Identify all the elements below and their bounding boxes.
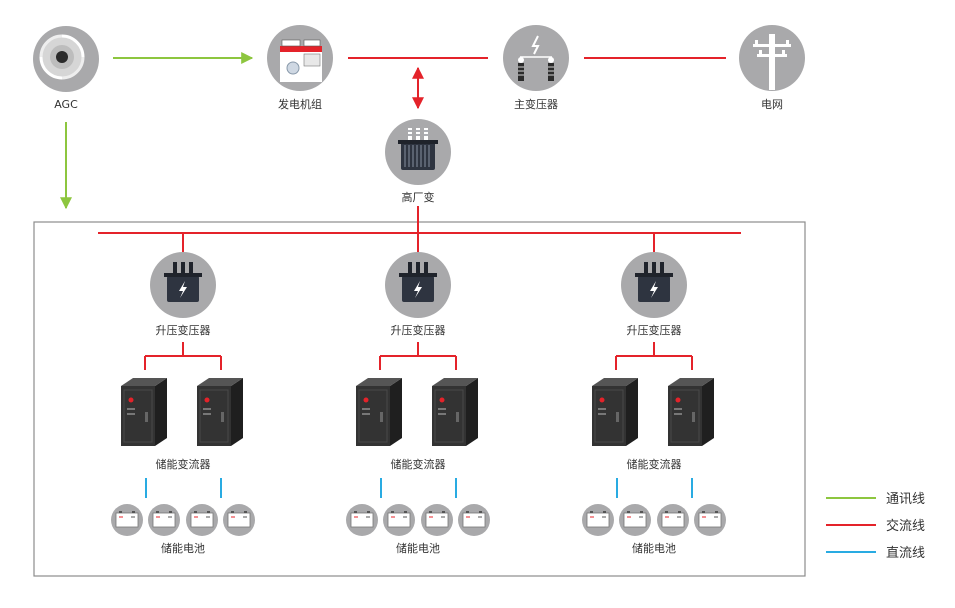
agc-fan-icon	[39, 34, 85, 80]
legend-label: 通讯线	[886, 492, 925, 507]
battery-label: 储能电池	[161, 541, 205, 555]
grid-label: 电网	[761, 98, 783, 111]
step-up-transformer-node: 升压变压器	[385, 252, 451, 337]
agc-node: AGC	[33, 26, 99, 111]
step-up-transformer-label: 升压变压器	[627, 323, 682, 337]
legend-item-comm: 通讯线	[826, 492, 925, 507]
battery-icon	[346, 504, 378, 536]
battery-icon	[223, 504, 255, 536]
legend-label: 交流线	[886, 518, 925, 534]
main-transformer-label: 主变压器	[514, 97, 558, 111]
converter-cabinet-icon	[356, 378, 402, 446]
step-up-transformer-label: 升压变压器	[391, 323, 446, 337]
station-transformer-icon	[398, 128, 438, 170]
legend: 通讯线 交流线 直流线	[826, 492, 925, 561]
battery-icon	[582, 504, 614, 536]
converter-cabinet-icon	[197, 378, 243, 446]
station-transformer-label: 高厂变	[402, 190, 435, 204]
converter-cabinet-icon	[121, 378, 167, 446]
ac-bracket	[379, 342, 457, 370]
battery-icon	[148, 504, 180, 536]
battery-icon	[111, 504, 143, 536]
battery-icon	[458, 504, 490, 536]
station-transformer-node: 高厂变	[385, 119, 451, 204]
converter-label: 储能变流器	[156, 457, 211, 471]
converter-label: 储能变流器	[627, 457, 682, 471]
main-transformer-node: 主变压器	[503, 25, 569, 111]
legend-label: 直流线	[886, 546, 925, 561]
main-transformer-icon	[518, 35, 554, 81]
storage-system-frame	[33, 221, 806, 577]
agc-label: AGC	[54, 98, 78, 111]
battery-icon	[186, 504, 218, 536]
converter-label: 储能变流器	[391, 457, 446, 471]
step-up-transformer-node: 升压变压器	[150, 252, 216, 337]
battery-icon	[421, 504, 453, 536]
battery-icon	[383, 504, 415, 536]
battery-icon	[657, 504, 689, 536]
converter-cabinet-icon	[668, 378, 714, 446]
step-up-transformer-icon	[635, 262, 673, 302]
battery-icon	[619, 504, 651, 536]
battery-icon	[694, 504, 726, 536]
grid-node: 电网	[739, 25, 805, 111]
step-up-transformer-icon	[399, 262, 437, 302]
ac-bracket	[615, 342, 693, 370]
legend-item-ac: 交流线	[826, 518, 925, 534]
converter-cabinet-icon	[592, 378, 638, 446]
step-up-transformer-icon	[164, 262, 202, 302]
step-up-transformer-node: 升压变压器	[621, 252, 687, 337]
generator-node: 发电机组	[267, 25, 333, 111]
generator-icon	[280, 39, 322, 82]
ac-bracket	[144, 342, 222, 370]
battery-label: 储能电池	[632, 541, 676, 555]
power-pole-icon	[753, 34, 791, 90]
generator-label: 发电机组	[278, 97, 322, 111]
step-up-transformer-label: 升压变压器	[156, 323, 211, 337]
battery-label: 储能电池	[396, 541, 440, 555]
legend-item-dc: 直流线	[826, 546, 925, 561]
converter-cabinet-icon	[432, 378, 478, 446]
